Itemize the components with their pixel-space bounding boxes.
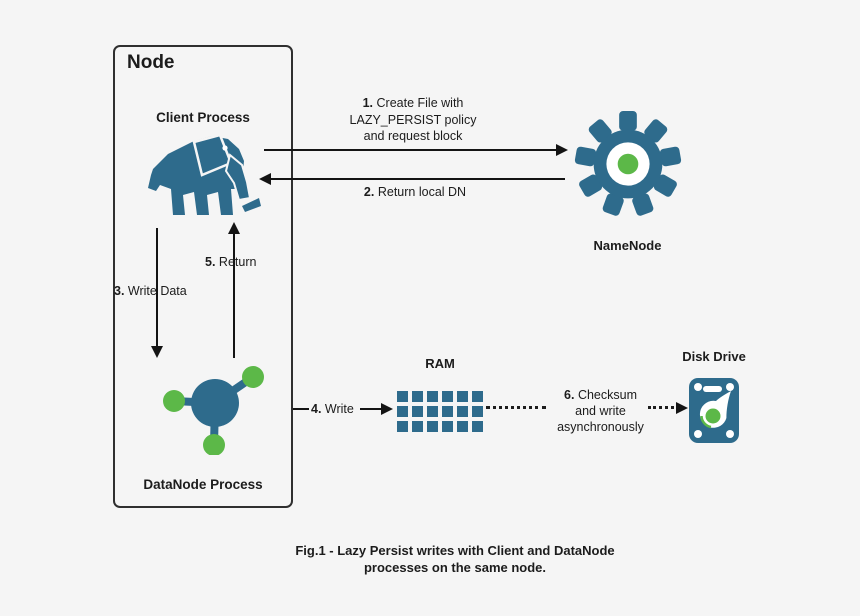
disk-drive-icon (689, 378, 739, 443)
datanode-molecule-icon (163, 366, 264, 455)
ram-cell (412, 406, 423, 417)
step6-arrowhead-icon (676, 402, 688, 414)
ram-cell (472, 406, 483, 417)
step6-label: 6. Checksum and write asynchronously (557, 388, 644, 434)
step4-arrowhead-icon (381, 403, 393, 415)
disk-drive-label: Disk Drive (682, 349, 746, 364)
step3-arrow-line (156, 228, 158, 346)
ram-cell (427, 391, 438, 402)
datanode-process-label: DataNode Process (143, 477, 263, 492)
ram-cell (457, 421, 468, 432)
ram-cell (427, 421, 438, 432)
ram-cell (412, 391, 423, 402)
namenode-gear-icon (574, 110, 682, 216)
ram-cell (442, 406, 453, 417)
node-box-title: Node (127, 52, 175, 73)
step5-arrowhead-icon (228, 222, 240, 234)
client-process-label: Client Process (156, 110, 250, 125)
step6-dotted-line-right (648, 406, 674, 409)
step6-dotted-line-left (486, 406, 546, 409)
ram-cell (457, 391, 468, 402)
ram-label: RAM (425, 356, 455, 371)
step5-arrow-line (233, 234, 235, 358)
step5-label: 5. Return (205, 255, 257, 269)
ram-cell (472, 421, 483, 432)
step2-label: 2. Return local DN (363, 185, 467, 199)
ram-cell (442, 421, 453, 432)
step4-label: 4. Write (311, 402, 354, 416)
ram-grid-icon (397, 391, 483, 432)
ram-cell (427, 406, 438, 417)
step4-arrow-line-left (293, 408, 309, 410)
step3-arrowhead-icon (151, 346, 163, 358)
step3-label: 3. Write Data (114, 284, 187, 298)
step1-arrowhead-icon (556, 144, 568, 156)
ram-cell (397, 406, 408, 417)
namenode-label: NameNode (593, 238, 662, 253)
ram-cell (472, 391, 483, 402)
ram-cell (457, 406, 468, 417)
node-container-box (113, 45, 293, 508)
step1-label: 1. Create File with LAZY_PERSIST policy … (349, 96, 477, 143)
ram-cell (397, 391, 408, 402)
figure-caption: Fig.1 - Lazy Persist writes with Client … (295, 543, 615, 575)
hadoop-elephant-icon (148, 133, 261, 215)
ram-cell (442, 391, 453, 402)
ram-cell (412, 421, 423, 432)
step1-arrow-line (264, 149, 558, 151)
step2-arrowhead-icon (259, 173, 271, 185)
step4-arrow-line-right (360, 408, 381, 410)
ram-cell (397, 421, 408, 432)
step2-arrow-line (271, 178, 565, 180)
